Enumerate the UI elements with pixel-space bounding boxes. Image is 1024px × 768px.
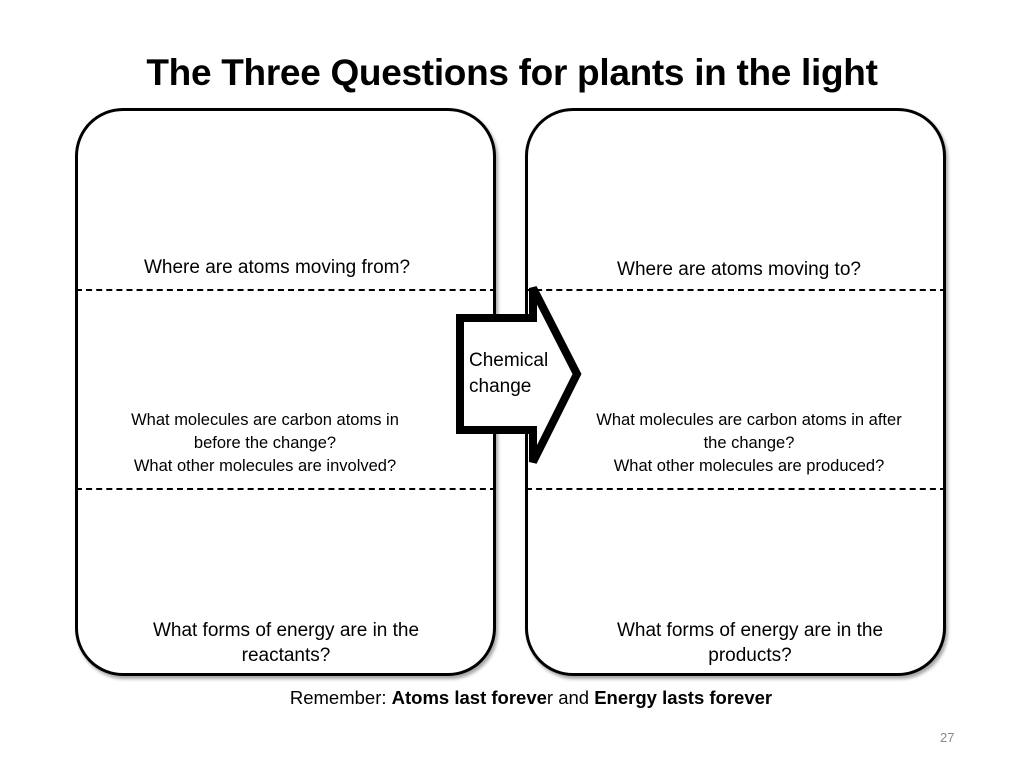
chemical-change-label: Chemical change	[469, 348, 548, 399]
remember-bold-energy: Energy lasts forever	[594, 687, 773, 708]
right-q2-line1: What molecules are carbon atoms in after	[596, 411, 902, 429]
slide-title: The Three Questions for plants in the li…	[146, 52, 878, 93]
divider-bottom-right	[526, 488, 946, 490]
remember-note: Remember: Atoms last forever and Energy …	[0, 687, 1024, 709]
left-question-molecules: What molecules are carbon atoms in befor…	[80, 409, 450, 477]
reactants-panel	[75, 108, 496, 676]
divider-bottom-left	[76, 488, 496, 490]
right-arrow-icon	[455, 280, 585, 470]
right-q1-text: Where are atoms moving to?	[617, 259, 861, 280]
divider-top-left	[76, 289, 496, 291]
arrow-label-line2: change	[469, 375, 532, 397]
left-question-energy: What forms of energy are in the reactant…	[90, 619, 482, 668]
divider-top-right	[526, 289, 946, 291]
left-q3-line2: reactants?	[241, 644, 331, 666]
remember-bold-atoms: Atoms last foreve	[391, 687, 547, 708]
left-question-atoms-from: Where are atoms moving from?	[90, 256, 464, 281]
left-q2-line2: before the change?	[193, 433, 337, 452]
page-number: 27	[940, 730, 955, 745]
left-q2-line3: What other molecules are involved?	[133, 456, 397, 475]
right-q2-line2: the change?	[703, 433, 795, 452]
left-q1-text: Where are atoms moving from?	[143, 257, 411, 278]
left-q2-line1: What molecules are carbon atoms in	[131, 411, 399, 429]
left-q3-line1: What forms of energy are in the	[152, 620, 420, 641]
products-panel	[525, 108, 946, 676]
right-question-molecules: What molecules are carbon atoms in after…	[553, 409, 945, 477]
right-question-energy: What forms of energy are in the products…	[554, 619, 946, 668]
remember-prefix: Remember:	[289, 687, 392, 708]
right-q3-line1: What forms of energy are in the	[616, 620, 884, 641]
right-q2-line3: What other molecules are produced?	[613, 456, 885, 475]
remember-mid: r and	[546, 687, 595, 708]
right-q3-line2: products?	[708, 644, 792, 666]
arrow-label-line1: Chemical	[469, 350, 549, 371]
right-question-atoms-to: Where are atoms moving to?	[552, 258, 926, 283]
